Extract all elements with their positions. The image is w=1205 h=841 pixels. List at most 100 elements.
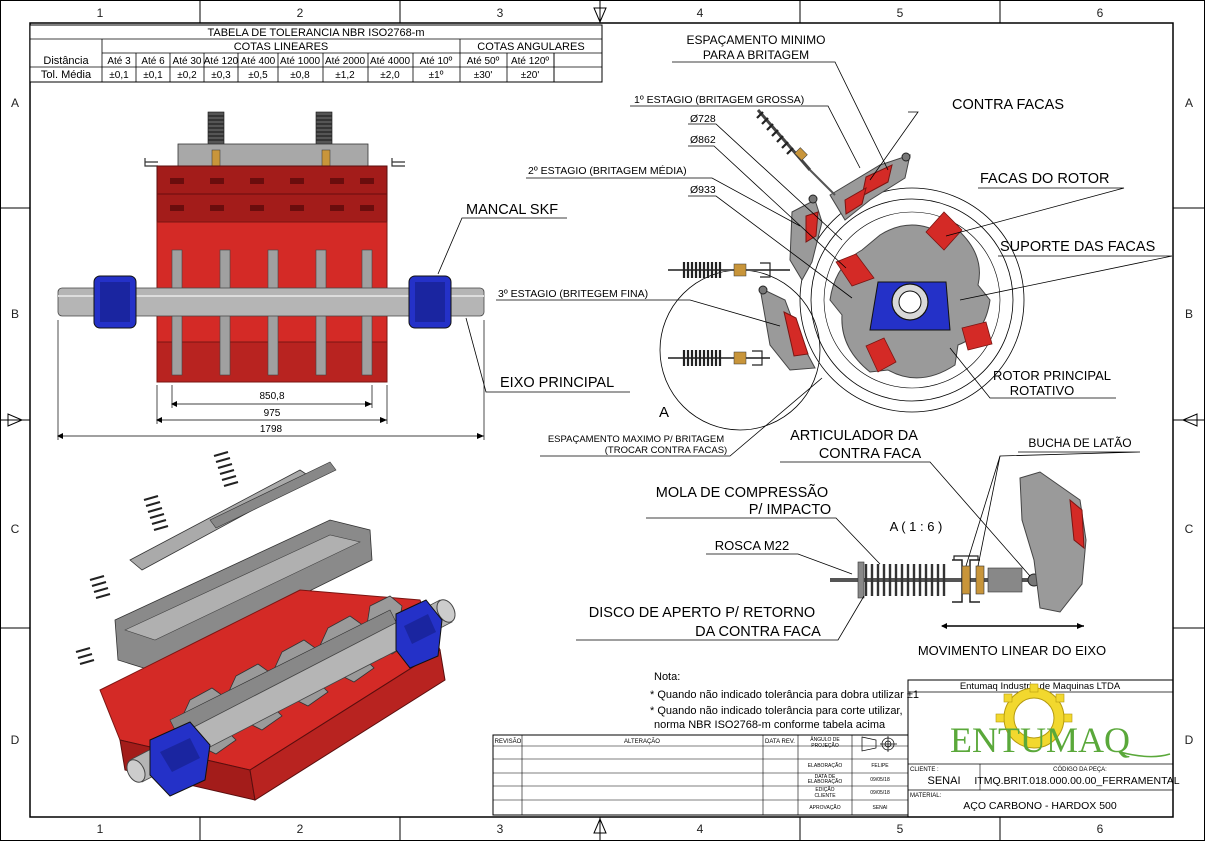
top-bar: [177, 143, 369, 167]
zone-row-a: A: [11, 96, 19, 110]
elaboracao-label: ELABORAÇÃO: [808, 762, 843, 769]
zone-col-5-bottom: 5: [897, 822, 904, 836]
zone-labels: 1 2 3 4 5 6 1 2 3 4 5 6 A B C D A B C D: [11, 6, 1194, 836]
zone-row-a-right: A: [1185, 96, 1193, 110]
zone-col-4-bottom: 4: [697, 822, 704, 836]
label-d933: Ø933: [690, 184, 716, 196]
notes-line-1: * Quando não indicado tolerância para do…: [650, 689, 919, 701]
linear-value: ±0,5: [248, 70, 268, 81]
section-labels: ESPAÇAMENTO MINIMO PARA A BRITAGEM 1º ES…: [498, 33, 1155, 456]
label-esp-max-1: ESPAÇAMENTO MAXIMO P/ BRITAGEM: [548, 434, 724, 445]
linear-value: ±0,1: [143, 70, 163, 81]
section-spring-lower: [668, 350, 770, 366]
notes-block: Nota: * Quando não indicado tolerância p…: [650, 671, 919, 731]
label-estagio-3: 3º ESTAGIO (BRITEGEM FINA): [498, 288, 648, 300]
company-name: Entumaq Industria de Maquinas LTDA: [960, 681, 1121, 692]
linear-header: Até 400: [241, 56, 276, 67]
detail-a-view: [576, 451, 1141, 641]
label-articulador-1: ARTICULADOR DA: [790, 428, 918, 444]
linear-header: Até 6: [141, 56, 165, 67]
detail-counter-knife: [1019, 471, 1087, 613]
angular-header: Até 50º: [467, 56, 500, 67]
circle-862: [810, 198, 1014, 402]
zone-col-5: 5: [897, 6, 904, 20]
linear-header: Até 120: [204, 56, 239, 67]
codigo-label: CÓDIGO DA PEÇA:: [1053, 766, 1107, 773]
section-spring-upper: [756, 109, 836, 196]
distance-row-label: Distância: [43, 55, 89, 67]
notes-line-3: norma NBR ISO2768-m conforme tabela acim…: [654, 719, 886, 731]
label-rotor-1: ROTOR PRINCIPAL: [993, 368, 1111, 383]
label-disco-1: DISCO DE APERTO P/ RETORNO: [589, 605, 815, 621]
label-articulador-2: CONTRA FACA: [819, 446, 922, 462]
zone-col-3-bottom: 3: [497, 822, 504, 836]
material-label: MATERIAL:: [910, 793, 942, 799]
label-eixo: EIXO PRINCIPAL: [500, 375, 614, 391]
isometric-view: [75, 450, 456, 801]
zone-col-2: 2: [297, 6, 304, 20]
top-spring-left: [207, 111, 225, 145]
dimension-1798: 1798: [260, 424, 283, 435]
angular-group-label: COTAS ANGULARES: [477, 41, 584, 53]
data-elab-label-1: DATA DE: [815, 774, 836, 780]
linear-header: Até 3: [107, 56, 131, 67]
linear-header: Até 30: [173, 56, 202, 67]
label-estagio-1: 1º ESTAGIO (BRITAGEM GROSSA): [634, 94, 804, 106]
label-detail-a: A: [659, 404, 669, 421]
zone-row-b-right: B: [1185, 307, 1193, 321]
angular-value: ±30': [474, 70, 493, 81]
angular-header: Até 120º: [511, 56, 549, 67]
data-elab-value: 09/05/18: [870, 777, 890, 783]
counter-knife-upper: [829, 152, 911, 221]
label-esp-max-2: (TROCAR CONTRA FACAS): [605, 445, 727, 456]
dimension-850: 850,8: [259, 391, 284, 402]
elaboracao-value: FELIPE: [871, 763, 889, 769]
label-mola-2: P/ IMPACTO: [749, 502, 831, 518]
zone-col-6-bottom: 6: [1097, 822, 1104, 836]
center-bearing: [869, 281, 951, 331]
revision-col-rev: REVISÃO: [495, 738, 522, 745]
label-disco-2: DA CONTRA FACA: [695, 624, 821, 640]
angular-value: ±1º: [429, 70, 444, 81]
zone-row-c: C: [11, 522, 20, 536]
bearing-right: [408, 275, 452, 329]
detail-labels: ARTICULADOR DA CONTRA FACA BUCHA DE LATÃ…: [589, 428, 1132, 658]
cliente-label: CLIENTE :: [910, 767, 939, 773]
edicao-label-1: EDIÇÃO: [815, 786, 834, 793]
iso-bearing-left: [149, 721, 211, 797]
label-mola-1: MOLA DE COMPRESSÃO: [656, 484, 828, 501]
linear-value: ±2,0: [380, 70, 400, 81]
linear-header: Até 2000: [325, 56, 365, 67]
revision-col-alt: ALTERAÇÃO: [624, 738, 660, 745]
tolerance-table: TABELA DE TOLERANCIA NBR ISO2768-m COTAS…: [29, 24, 603, 83]
label-d862: Ø862: [690, 134, 716, 146]
zone-row-b: B: [11, 307, 19, 321]
zone-col-4: 4: [697, 6, 704, 20]
label-esp-min-2: PARA A BRITAGEM: [703, 48, 809, 62]
angular-header: Até 10º: [420, 56, 453, 67]
detail-brass-1: [961, 565, 971, 595]
top-spring-right: [315, 111, 333, 145]
tolerance-row-label: Tol. Média: [41, 69, 92, 81]
zone-col-6: 6: [1097, 6, 1104, 20]
projection-label-1: ÂNGULO DE: [810, 736, 840, 743]
edicao-value: 09/05/18: [870, 790, 890, 796]
linear-value: ±0,1: [109, 70, 129, 81]
revision-table: REVISÃO ALTERAÇÃO DATA REV. ÂNGULO DE PR…: [492, 734, 909, 816]
zone-col-1-bottom: 1: [97, 822, 104, 836]
label-suporte-facas: SUPORTE DAS FACAS: [1000, 239, 1155, 255]
linear-header: Até 4000: [370, 56, 410, 67]
dimension-975: 975: [264, 408, 281, 419]
angular-value: ±20': [521, 70, 540, 81]
section-view: [496, 61, 1173, 457]
label-mancal: MANCAL SKF: [466, 202, 558, 218]
label-estagio-2: 2º ESTAGIO (BRITAGEM MÉDIA): [528, 164, 687, 177]
iso-springs: [75, 450, 239, 666]
data-elab-label-2: ELABORAÇÃO: [808, 778, 843, 785]
detail-spring: [864, 564, 946, 596]
rotor-knives: [835, 211, 993, 373]
label-rosca: ROSCA M22: [715, 538, 789, 553]
logo-text: ENTUMAQ: [950, 720, 1130, 760]
detail-disc: [857, 561, 865, 599]
